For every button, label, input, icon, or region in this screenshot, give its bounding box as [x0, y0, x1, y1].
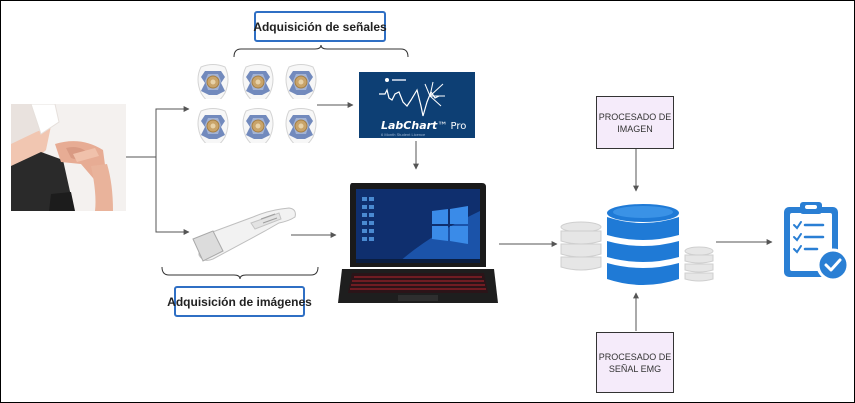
laptop-icon: [338, 183, 498, 303]
image-processing-line1: PROCESADO DE: [598, 111, 672, 122]
signal-acquisition-label: Adquisición de señales: [253, 11, 387, 42]
knee-pain-photo: [11, 104, 126, 211]
arrow-to-electrodes: [155, 106, 190, 157]
signal-acquisition-brace: [233, 45, 409, 58]
emg-electrode-icon: [242, 64, 274, 99]
labchart-waveform-icon: [379, 78, 445, 117]
emg-electrode-icon: [197, 108, 229, 143]
image-acquisition-label: Adquisición de imágenes: [167, 286, 312, 317]
emg-electrode-icon: [242, 108, 274, 143]
image-processing-box: PROCESADO DE IMAGEN: [596, 96, 674, 149]
database-icon: [560, 204, 714, 285]
emg-electrode-icon: [285, 108, 317, 143]
emg-electrode-icon: [285, 64, 317, 99]
ultrasound-probe-icon: [192, 207, 296, 262]
emg-processing-line2: SEÑAL EMG: [608, 363, 662, 374]
clipboard-checklist-icon: [784, 202, 850, 282]
image-acquisition-brace: [161, 266, 319, 280]
labchart-subtitle: 6 Month Student Licence: [381, 132, 426, 137]
labchart-pro-logo: LabChart™ Pro 6 Month Student Licence: [359, 72, 475, 138]
image-processing-line2: IMAGEN: [617, 123, 653, 134]
emg-electrode-icon: [197, 64, 229, 99]
emg-processing-box: PROCESADO DE SEÑAL EMG: [596, 332, 674, 393]
arrow-to-ultrasound: [155, 157, 190, 235]
emg-processing-line1: PROCESADO DE: [598, 351, 672, 362]
labchart-brand: LabChart™ Pro: [381, 119, 467, 132]
